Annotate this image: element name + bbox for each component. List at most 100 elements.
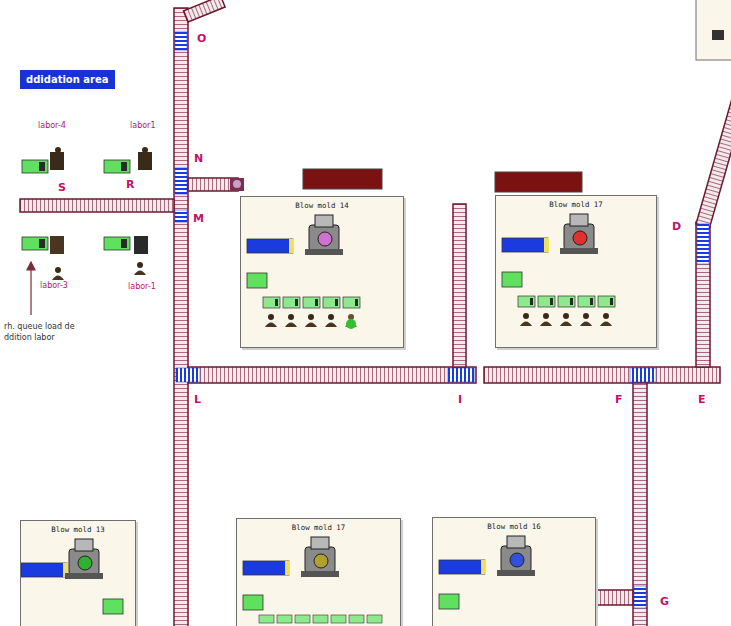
machine-title: Blow mold 17 [237, 523, 400, 532]
machine-body [305, 547, 335, 573]
queue-mark [121, 239, 127, 248]
slot [283, 297, 300, 308]
queue-bar [439, 560, 485, 574]
worker-body [520, 322, 532, 327]
slot [578, 296, 595, 307]
worker-active [346, 319, 356, 329]
labor-name: labor-3 [40, 281, 68, 290]
worker-head [308, 314, 314, 320]
machine-title: Blow mold 16 [433, 522, 595, 531]
point-letter: F [614, 393, 624, 406]
machine-box: Blow mold 17 [236, 518, 401, 626]
status-box [243, 595, 263, 610]
machine-light [510, 553, 524, 567]
worker-body [580, 322, 592, 327]
slot [259, 615, 274, 623]
machine-body [69, 549, 99, 575]
spur-end [230, 178, 244, 191]
queue-end [481, 560, 486, 574]
worker [50, 152, 64, 170]
status-box [502, 272, 522, 287]
status-bar [303, 169, 582, 192]
point-letter: E [697, 393, 707, 406]
status-box [247, 273, 267, 288]
machine-top [315, 215, 333, 227]
point-letter: I [457, 393, 463, 406]
machine-light [573, 231, 587, 245]
worker [50, 236, 64, 254]
machine-base [301, 571, 339, 577]
queue-end [289, 239, 294, 253]
labor-name: labor1 [130, 121, 155, 130]
machine-base [497, 570, 535, 576]
queue-bar [247, 239, 293, 253]
queue-bar [243, 561, 289, 575]
blow-mold-machine [241, 197, 405, 349]
point-letter: O [196, 32, 207, 45]
slot-mark [590, 298, 593, 305]
machine-box: Blow mold 14 [240, 196, 404, 348]
point-letter: G [659, 595, 670, 608]
worker-head [523, 313, 529, 319]
slot [349, 615, 364, 623]
worker-head [543, 313, 549, 319]
area-banner: ddidation area [20, 70, 115, 89]
labor-name: labor-4 [38, 121, 66, 130]
machine-title: Blow mold 17 [496, 200, 656, 209]
slot-mark [530, 298, 533, 305]
machine-title: Blow mold 14 [241, 201, 403, 210]
queue-bar [22, 160, 48, 173]
slot [277, 615, 292, 623]
slot [323, 297, 340, 308]
worker-head [563, 313, 569, 319]
worker-body [305, 323, 317, 328]
slot-mark [335, 299, 338, 306]
machine-light [314, 554, 328, 568]
worker-body [52, 276, 64, 281]
labor-name: labor-1 [128, 282, 156, 291]
worker-head [583, 313, 589, 319]
queue-bar [22, 237, 48, 250]
worker-head [137, 262, 143, 268]
note: rh. queue load de [4, 322, 75, 331]
slot [343, 297, 360, 308]
corner-box [696, 0, 731, 60]
slot-mark [315, 299, 318, 306]
slot [295, 615, 310, 623]
status-box [439, 594, 459, 609]
worker-body [134, 271, 146, 276]
slot [303, 297, 320, 308]
blow-mold-machine [496, 196, 658, 349]
labor-station [22, 147, 152, 280]
machine-top [570, 214, 588, 226]
slot-mark [295, 299, 298, 306]
worker-body [600, 322, 612, 327]
worker-head [268, 314, 274, 320]
slot [367, 615, 382, 623]
machine-base [65, 573, 103, 579]
arrow [27, 262, 35, 315]
machine-base [305, 249, 343, 255]
queue-mark [39, 162, 45, 171]
area-title: ddidation area [26, 74, 109, 85]
worker-head [55, 267, 61, 273]
worker-head [328, 314, 334, 320]
point-letter: M [192, 212, 205, 225]
machine-box: Blow mold 17 [495, 195, 657, 348]
machine-body [564, 224, 594, 250]
slot [598, 296, 615, 307]
status-box [103, 599, 123, 614]
slot [313, 615, 328, 623]
machine-top [507, 536, 525, 548]
machine-light [318, 232, 332, 246]
worker [134, 236, 148, 254]
blow-mold-machine [433, 518, 597, 626]
machine-body [309, 225, 339, 251]
worker-body [265, 323, 277, 328]
worker-head [288, 314, 294, 320]
machine-top [311, 537, 329, 549]
machine-light [78, 556, 92, 570]
queue-bar [104, 160, 130, 173]
queue-mark [39, 239, 45, 248]
